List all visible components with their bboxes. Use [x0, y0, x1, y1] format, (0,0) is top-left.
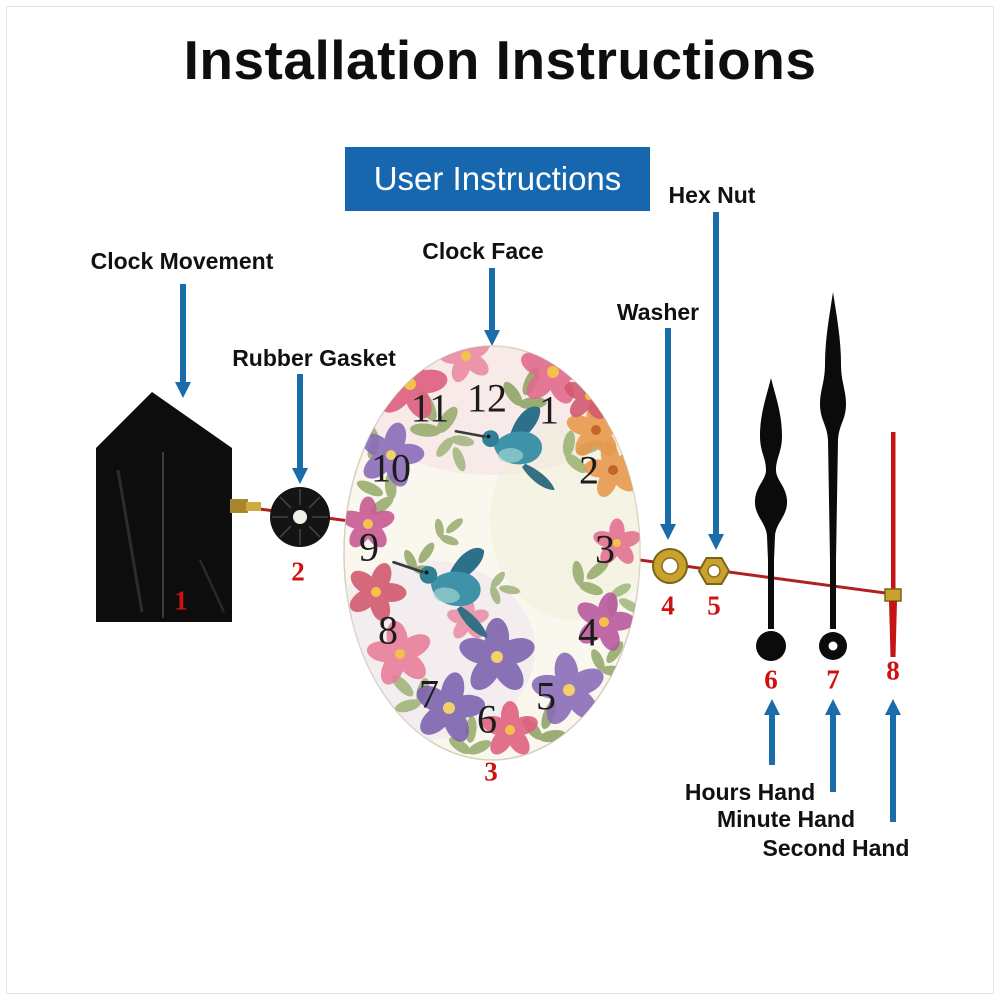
arrow-hex-nut — [708, 212, 724, 550]
label-second-hand: Second Hand — [762, 835, 910, 861]
clock-numeral-12: 12 — [467, 376, 507, 421]
label-minute-hand: Minute Hand — [717, 806, 855, 832]
part-number-2: 2 — [291, 556, 305, 587]
part-number-6: 6 — [764, 664, 778, 695]
arrow-clock-movement — [175, 284, 191, 398]
part-number-3: 3 — [484, 756, 498, 787]
user-instructions-banner: User Instructions — [345, 147, 650, 211]
clock-numeral-3: 3 — [595, 527, 615, 572]
arrow-rubber-gasket — [292, 374, 308, 484]
part-number-5: 5 — [707, 590, 721, 621]
second-hand-part — [884, 432, 902, 657]
clock-numeral-4: 4 — [578, 610, 598, 655]
label-clock-movement: Clock Movement — [90, 248, 274, 274]
label-washer: Washer — [616, 299, 700, 325]
clock-numeral-6: 6 — [477, 697, 497, 742]
rubber-gasket-part — [270, 487, 330, 547]
label-rubber-gasket: Rubber Gasket — [232, 345, 396, 371]
arrow-clock-face — [484, 268, 500, 346]
label-clock-face: Clock Face — [422, 238, 544, 264]
minute-hand-part — [819, 292, 847, 660]
clock-numeral-9: 9 — [359, 525, 379, 570]
part-number-7: 7 — [826, 664, 840, 695]
clock-numeral-2: 2 — [579, 448, 599, 493]
label-hours-hand: Hours Hand — [684, 779, 816, 805]
part-number-1: 1 — [174, 585, 188, 616]
clock-face-part: 12 1 2 3 4 5 6 7 8 9 10 11 — [343, 345, 641, 761]
clock-numeral-11: 11 — [411, 386, 450, 431]
movement-shaft — [230, 499, 248, 513]
label-hex-nut: Hex Nut — [668, 182, 756, 208]
arrow-hours-hand — [764, 699, 780, 765]
clock-numeral-5: 5 — [536, 674, 556, 719]
arrow-washer — [660, 328, 676, 540]
arrow-second-hand — [885, 699, 901, 822]
part-number-4: 4 — [661, 590, 675, 621]
page-title: Installation Instructions — [183, 29, 817, 91]
clock-numeral-1: 1 — [539, 388, 559, 433]
hours-hand-part — [754, 378, 788, 661]
clock-numeral-10: 10 — [371, 446, 411, 491]
washer-part — [652, 548, 688, 584]
clock-numeral-7: 7 — [419, 672, 439, 717]
arrow-minute-hand — [825, 699, 841, 792]
clock-numeral-8: 8 — [378, 608, 398, 653]
part-number-8: 8 — [886, 655, 900, 686]
hex-nut-part — [697, 557, 731, 585]
clock-movement-part — [96, 392, 261, 622]
